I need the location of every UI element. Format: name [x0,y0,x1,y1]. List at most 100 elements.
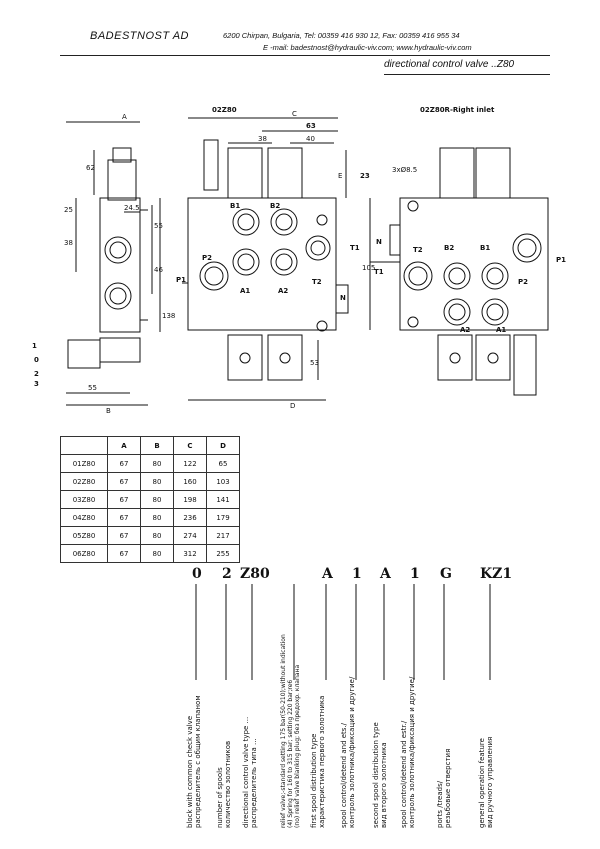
view-title-center: 02Z80 [212,106,237,114]
dim-105: 105 [362,264,375,272]
desc-second-spool: second spool distribution type вид второ… [372,722,388,828]
port-n: N [340,294,346,302]
port-p2: P2 [202,254,212,262]
dim-63: 63 [306,122,316,130]
company-address: 6200 Chirpan, Bulgaria, Tel: 00359 416 9… [223,31,460,40]
technical-drawing: 02Z80 02Z80R-Right inlet A B C D 62 25 2… [32,106,566,415]
code-leader-lines [195,584,491,680]
table-cell: 05Z80 [60,526,108,545]
company-name: BADESTNOST AD [90,30,189,42]
table-cell: 67 [107,544,141,563]
table-cell: 80 [140,490,174,509]
table-cell: 236 [173,508,207,527]
table-cell: 04Z80 [60,508,108,527]
port-a2-right: A2 [460,326,470,334]
table-cell: 67 [107,454,141,473]
desc-text: количество золотников [224,740,232,828]
desc-text: резьбовые отверстия [444,748,452,828]
code-first-spool: A [322,566,333,582]
table-cell: 141 [206,490,240,509]
table-cell: 80 [140,472,174,491]
table-cell: 179 [206,508,240,527]
document-title: directional control valve ..Z80 [384,59,515,70]
port-n-right: N [376,238,382,246]
port-t2-right: T2 [413,246,423,254]
dim-53: 53 [310,359,319,367]
port-t1: T1 [350,244,360,252]
desc-text: general operation feature [478,738,486,828]
lever-pos-0: 0 [34,356,39,364]
table-cell: 312 [173,544,207,563]
port-b1: B1 [230,202,240,210]
table-cell: 80 [140,544,174,563]
port-t1-right: T1 [374,268,384,276]
title-rule [384,74,550,75]
desc-first-spool: first spool distribution type характерис… [310,696,326,828]
table-header [60,436,108,455]
dim-46: 46 [154,266,163,274]
table-cell: 67 [107,508,141,527]
port-b2-right: B2 [444,244,454,252]
table-header: C [173,436,207,455]
desc-operation: general operation feature вид ручного уп… [478,737,494,828]
desc-text: second spool distribution type [372,722,380,828]
port-b2: B2 [270,202,280,210]
code-spool-count: 2 [222,566,232,582]
desc-text: spool control/detend and estr./ [400,720,408,828]
desc-second-control: spool control/detend and estr./ контроль… [400,677,416,828]
code-operation: KZ1 [480,566,513,582]
table-header-row: A B C D [60,436,240,455]
table-cell: 67 [107,526,141,545]
desc-ports: ports /treads/ резьбовые отверстия [436,749,452,828]
dim-38-left: 38 [64,239,73,247]
table-cell: 67 [107,472,141,491]
code-ports: G [440,566,452,582]
port-a1: A1 [240,287,250,295]
desc-text: block with common check valve [186,715,194,828]
port-a1-right: A1 [496,326,506,334]
table-cell: 80 [140,526,174,545]
code-second-control: 1 [410,566,420,582]
table-cell: 103 [206,472,240,491]
table-cell: 80 [140,508,174,527]
company-email: E -mail: badestnost@hydraulic-viv.com; w… [263,43,472,52]
dim-55-bottom: 55 [88,384,97,392]
port-t2: T2 [312,278,322,286]
table-header: B [140,436,174,455]
table-cell: 65 [206,454,240,473]
dim-55-left: 55 [154,222,163,230]
lever-pos-2: 2 [34,370,39,378]
port-p1-right: P1 [556,256,566,264]
dim-62: 62 [86,164,95,172]
rear-view [370,147,549,396]
table-header: A [107,436,141,455]
view-title-right: 02Z80R-Right inlet [420,106,495,114]
table-cell: 03Z80 [60,490,108,509]
desc-text: directional control valve type ... [242,716,250,828]
desc-text: характеристика первого золотника [318,695,326,828]
table-header: D [206,436,240,455]
dim-138: 138 [162,312,175,320]
dim-e: E [338,172,342,180]
dim-23: 23 [360,172,370,180]
desc-text: контроль золотника/фиксация и другие/ [408,676,416,828]
dim-c: C [292,110,297,118]
dim-38-top: 38 [258,135,267,143]
table-cell: 217 [206,526,240,545]
desc-spool-count: number of spools количество золотников [216,741,232,828]
desc-text: (по) relief valve blanking plug; без пре… [294,664,301,828]
header-rule [60,55,550,56]
table-cell: 198 [173,490,207,509]
desc-text: вид ручного управления [486,736,494,828]
port-b1-right: B1 [480,244,490,252]
desc-valve-type: directional control valve type ... распр… [242,717,258,828]
desc-text: (4) Spring for 160 to 315 bar; setting 2… [287,679,294,828]
table-cell: 67 [107,490,141,509]
dim-holes: 3xØ8.5 [392,166,417,174]
